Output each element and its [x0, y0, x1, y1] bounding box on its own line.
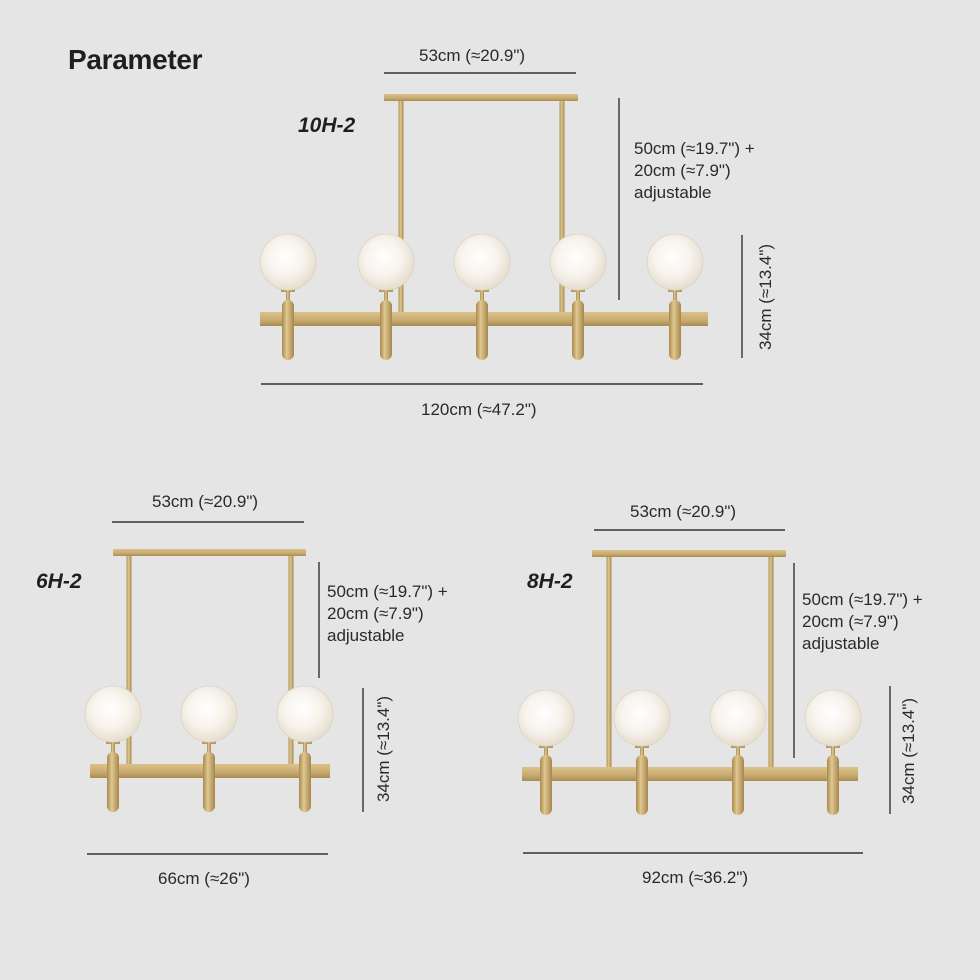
glass-globe-8h-2: [709, 689, 767, 747]
cable-length-6h-2-line1: 50cm (≈19.7") +: [327, 582, 448, 601]
bar-length-6h-2: 66cm (≈26"): [158, 869, 250, 888]
glass-globe-8h-2: [613, 689, 671, 747]
cable-length-8h-2-line3: adjustable: [802, 634, 880, 653]
glass-globe-10h-2: [646, 233, 704, 291]
suspension-rod-6h-2: [288, 556, 294, 764]
suspension-rod-8h-2: [768, 557, 774, 767]
canopy-width-6h-2: 53cm (≈20.9"): [152, 492, 259, 511]
glass-globe-10h-2: [549, 233, 607, 291]
cable-length-8h-2-line2: 20cm (≈7.9"): [802, 612, 899, 631]
glass-globe-10h-2: [453, 233, 511, 291]
glass-globe-10h-2: [357, 233, 415, 291]
fixture-height-10h-2: 34cm (≈13.4"): [756, 243, 775, 351]
globe-holder-8h-2: [732, 755, 744, 815]
canopy-plate-8h-2: [592, 550, 786, 557]
glass-globe-10h-2: [259, 233, 317, 291]
globe-holder-10h-2: [669, 300, 681, 360]
glass-globe-6h-2: [180, 685, 238, 743]
model-name-10h-2: 10H-2: [298, 114, 356, 137]
cable-length-6h-2-line2: 20cm (≈7.9"): [327, 604, 424, 623]
globe-holder-6h-2: [107, 752, 119, 812]
globe-holder-10h-2: [380, 300, 392, 360]
cable-length-10h-2-line2: 20cm (≈7.9"): [634, 161, 731, 180]
glass-globe-8h-2: [517, 689, 575, 747]
fixture-height-6h-2: 34cm (≈13.4"): [374, 695, 393, 803]
cable-length-10h-2-line3: adjustable: [634, 183, 712, 202]
canopy-plate-6h-2: [113, 549, 306, 556]
bar-length-8h-2: 92cm (≈36.2"): [642, 868, 749, 887]
cable-length-8h-2-line1: 50cm (≈19.7") +: [802, 590, 923, 609]
globe-holder-8h-2: [636, 755, 648, 815]
suspension-rod-10h-2: [559, 101, 565, 312]
globe-holder-6h-2: [299, 752, 311, 812]
glass-globe-6h-2: [276, 685, 334, 743]
cable-length-10h-2-line1: 50cm (≈19.7") +: [634, 139, 755, 158]
bar-length-10h-2: 120cm (≈47.2"): [421, 400, 537, 419]
canopy-width-10h-2: 53cm (≈20.9"): [419, 46, 526, 65]
canopy-width-8h-2: 53cm (≈20.9"): [630, 502, 737, 521]
model-name-6h-2: 6H-2: [36, 570, 82, 593]
model-name-8h-2: 8H-2: [527, 570, 573, 593]
suspension-rod-8h-2: [606, 557, 612, 767]
canopy-plate-10h-2: [384, 94, 578, 101]
suspension-rod-6h-2: [126, 556, 132, 764]
glass-globe-8h-2: [804, 689, 862, 747]
globe-holder-10h-2: [476, 300, 488, 360]
suspension-rod-10h-2: [398, 101, 404, 312]
globe-holder-8h-2: [827, 755, 839, 815]
cable-length-6h-2-line3: adjustable: [327, 626, 405, 645]
globe-holder-8h-2: [540, 755, 552, 815]
glass-globe-6h-2: [84, 685, 142, 743]
fixture-height-8h-2: 34cm (≈13.4"): [899, 697, 918, 805]
globe-holder-6h-2: [203, 752, 215, 812]
page-title: Parameter: [68, 44, 203, 75]
globe-holder-10h-2: [282, 300, 294, 360]
globe-holder-10h-2: [572, 300, 584, 360]
fixture-bar-8h-2: [522, 767, 858, 781]
